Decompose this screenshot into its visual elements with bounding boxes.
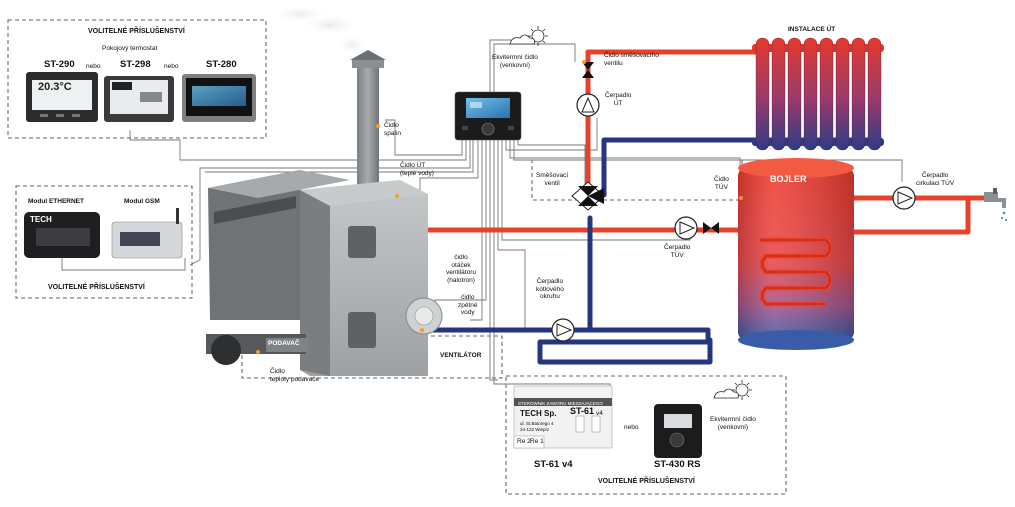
- accessories-top-box: [7, 19, 267, 139]
- acc-left-title: VOLITELNÉ PŘÍSLUŠENSTVÍ: [48, 284, 145, 291]
- smoke-cloud: [272, 5, 370, 55]
- controller-unit: [454, 91, 522, 141]
- model-st61: ST-61 v4: [534, 459, 573, 470]
- pump-boiler-circuit: [551, 318, 575, 342]
- plate-company: TECH Sp.: [520, 409, 557, 418]
- weather-sensor-icon-2: [713, 380, 752, 400]
- model-st290: ST-290: [44, 59, 75, 70]
- radiator: [752, 37, 884, 151]
- plate-model-suffix: v4: [596, 410, 603, 417]
- installation-label: INSTALACE ÚT: [788, 26, 836, 33]
- fan-label: VENTILÁTOR: [440, 352, 482, 359]
- check-valve-tuv: [703, 222, 719, 234]
- module-ethernet: [24, 212, 100, 258]
- check-valve-top: [582, 62, 594, 78]
- plate-address-2: 34-122 Wieprz: [520, 427, 550, 432]
- or-label-bottom: nebo: [624, 424, 639, 431]
- thermostat-st298: [104, 76, 174, 122]
- plate-address-1: ul. St.Batorego 4: [520, 421, 554, 426]
- thermostat-st290: [26, 72, 98, 122]
- accessories-bottom-box: [505, 375, 787, 495]
- signal-wires: [61, 39, 903, 398]
- tech-logo-left: TECH: [30, 215, 52, 224]
- model-st430: ST-430 RS: [654, 459, 701, 470]
- pump-ut: [576, 93, 600, 117]
- bojler-label: BOJLER: [770, 174, 807, 184]
- plate-model: ST-61: [570, 406, 595, 416]
- mixing-valve: [571, 181, 605, 211]
- module-gsm-label: Modul GSM: [124, 198, 160, 205]
- ut-sensor-label: Čidlo ÚT(teplé vody): [400, 162, 434, 177]
- module-gsm: [111, 208, 183, 259]
- ext-sensor-label: Ekvitermní čidlo(venkovní): [492, 54, 538, 69]
- pump-tuv: [674, 216, 698, 240]
- weather-sensor-icon: [509, 26, 548, 46]
- thermostat-st280: [182, 74, 256, 122]
- plate-relay-2: Re 1: [530, 438, 544, 445]
- plate-header: STEROWNIK ZAWORU MIESZAJĄCEGO: [518, 401, 603, 406]
- accessories-left-box: [15, 185, 193, 299]
- st61-plate: [513, 385, 613, 449]
- module-ethernet-label: Modul ETHERNET: [28, 198, 84, 205]
- acc-top-title: VOLITELNÉ PŘÍSLUŠENSTVÍ: [88, 28, 185, 35]
- model-st298: ST-298: [120, 59, 151, 70]
- acc-top-subtitle: Pokojový termostat: [102, 45, 158, 52]
- water-tap: [984, 188, 1008, 222]
- pump-circulation: [892, 186, 916, 210]
- kettle-boiler: [206, 50, 443, 376]
- sensor-dots: [256, 60, 743, 354]
- or-label-2: nebo: [164, 63, 179, 70]
- thermostat-screen: 20.3°C: [38, 81, 72, 93]
- bojler-tank: [738, 158, 854, 350]
- bottom-sensor-label: Ekvitermní čidlo(venkovní): [710, 416, 756, 431]
- model-st280: ST-280: [206, 59, 237, 70]
- or-label-1: nebo: [86, 63, 101, 70]
- plate-relay-1: Re 2: [517, 438, 531, 445]
- acc-bottom-title: VOLITELNÉ PŘÍSLUŠENSTVÍ: [598, 478, 695, 485]
- st430-device: [654, 404, 702, 458]
- feeder-label: PODAVAČ: [268, 340, 300, 347]
